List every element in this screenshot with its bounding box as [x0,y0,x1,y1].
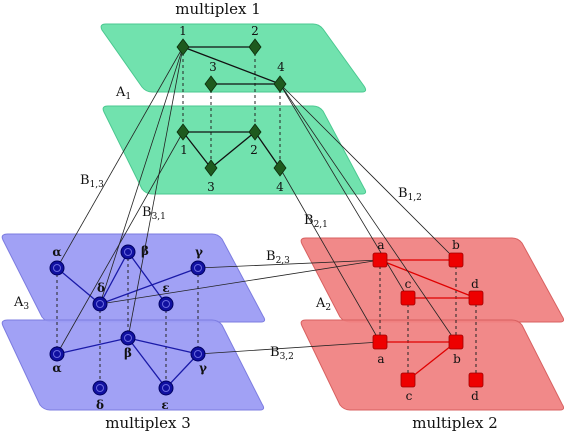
replica-links-m1 [182,47,281,168]
node-m3-gamma-bottom [190,346,206,362]
node-label-m1-3-bottom: 3 [207,180,215,194]
node-m3-alpha-bottom [49,346,65,362]
nodes-m2 [372,252,484,388]
inter-edges-B23 [99,259,381,355]
node-label-m3-beta-bottom: β [124,346,132,360]
node-label-m3-epsilon-bottom: ε [161,398,168,412]
label-B12: B1,2 [398,186,422,203]
node-m3-beta-top [120,244,136,260]
node-label-m1-1-bottom: 1 [180,143,188,157]
layer-m1-bottom [102,105,367,195]
node-m2-d-top [468,290,484,306]
node-label-m2-b-bottom: b [453,352,461,366]
label-A3: A3 [13,295,29,312]
node-m2-c-top [400,290,416,306]
node-m1-3-top [204,75,218,93]
node-m3-delta-bottom [92,380,108,396]
node-m2-a-top [372,252,388,268]
node-m3-beta-bottom [120,330,136,346]
node-label-m3-gamma-bottom: γ [199,361,207,375]
layer-m1-top [100,23,367,93]
layer-m3-top [1,233,266,323]
title-multiplex-1: multiplex 1 [175,0,261,18]
node-label-m3-beta-top: β [141,244,149,258]
edges-m2 [379,259,477,381]
layer-m2-bottom [300,319,564,411]
node-label-m2-a-bottom: a [377,352,384,366]
node-label-m3-delta-bottom: δ [96,398,104,412]
node-m3-alpha-top [49,260,65,276]
label-B31: B3,1 [142,205,166,222]
inter-edges-B12 [279,83,457,343]
node-label-m3-alpha-bottom: α [52,361,61,375]
node-m3-epsilon-top [158,296,174,312]
node-label-m2-d-bottom: d [471,389,479,403]
label-B21: B2,1 [304,213,328,230]
node-label-m2-d-top: d [471,277,479,291]
node-label-m1-2-top: 2 [251,24,259,38]
node-m2-d-bottom [468,372,484,388]
node-m2-b-bottom [448,334,464,350]
edges-m3 [56,251,199,389]
node-m3-gamma-top [190,260,206,276]
node-label-m3-gamma-top: γ [195,245,203,259]
edges-m1 [182,46,281,169]
node-m1-4-top [273,75,287,93]
label-B32: B3,2 [270,345,294,362]
node-label-m1-4-top: 4 [277,60,285,74]
title-multiplex-3: multiplex 3 [105,414,191,432]
node-label-m3-delta-top: δ [97,281,105,295]
node-m1-3-bottom [204,159,218,177]
node-m2-b-top [448,252,464,268]
label-B23: B2,3 [266,249,290,266]
node-m2-c-bottom [400,372,416,388]
node-label-m3-epsilon-top: ε [162,281,169,295]
replica-links-m3 [56,252,199,388]
node-m1-2-top [248,38,262,56]
layer-m2-top [300,237,564,323]
node-m1-4-bottom [273,159,287,177]
label-A1: A1 [115,85,131,102]
label-A2: A2 [315,296,331,313]
node-m3-delta-top [92,296,108,312]
title-multiplex-2: multiplex 2 [412,414,498,432]
node-label-m2-a-top: a [377,238,384,252]
node-label-m1-2-bottom: 2 [250,143,258,157]
nodes-m1 [176,38,287,177]
node-label-m2-b-top: b [452,238,460,252]
node-m2-a-bottom [372,334,388,350]
replica-links-m2 [379,260,477,380]
node-label-m1-4-bottom: 4 [276,180,284,194]
node-m3-epsilon-bottom [158,380,174,396]
node-m1-2-bottom [248,123,262,141]
node-label-m3-alpha-top: α [52,245,61,259]
node-label-m2-c-top: c [405,277,412,291]
label-B13: B1,3 [80,173,104,190]
node-m1-1-top [176,38,190,56]
node-label-m2-c-bottom: c [406,389,413,403]
nodes-m3 [49,244,206,396]
node-m1-1-bottom [176,123,190,141]
inter-edges-B13 [56,46,184,355]
node-label-m1-3-top: 3 [209,60,217,74]
node-label-m1-1-top: 1 [179,24,187,38]
